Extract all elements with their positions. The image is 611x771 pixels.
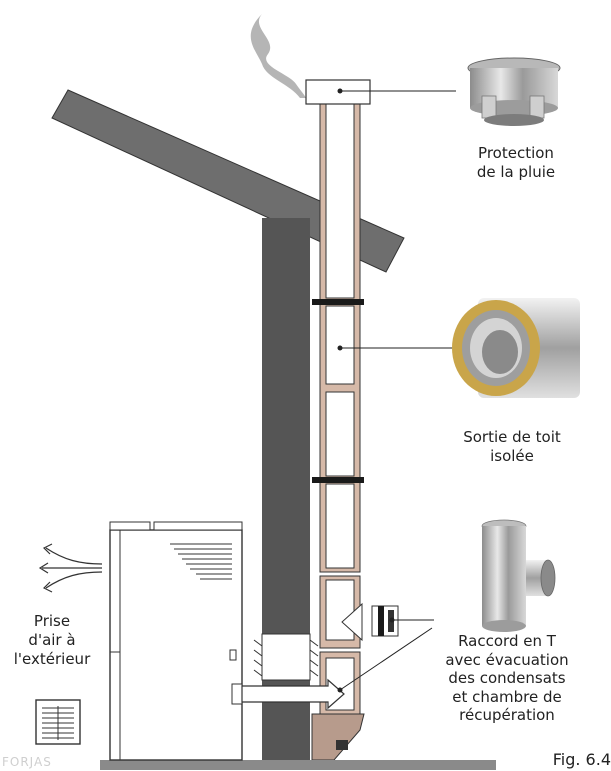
label-air-intake-line3: l'extérieur	[13, 650, 91, 668]
condensate-drain	[336, 740, 348, 750]
stove-vent-grille	[170, 543, 232, 580]
callout-dots	[337, 88, 395, 693]
label-insulated-roof-outlet: Sortie de toit isolée	[448, 428, 576, 466]
warm-air-arrows	[38, 543, 103, 593]
condensate-chamber	[311, 713, 365, 761]
label-t-fitting-line4: et chambre de	[452, 687, 562, 706]
label-t-fitting-line1: Raccord en T	[458, 632, 556, 650]
roof	[51, 89, 405, 273]
label-rain-protection-line1: Protection	[478, 144, 554, 162]
pipe-band-lower	[312, 477, 364, 483]
pipe-band-upper	[312, 299, 364, 305]
label-air-intake-line1: Prise	[33, 612, 71, 630]
callout-lines	[339, 90, 456, 691]
pellet-stove	[109, 521, 243, 761]
smoke-plume	[250, 14, 306, 98]
watermark: FORJAS	[2, 755, 52, 769]
rain-cap-photo	[467, 57, 561, 126]
air-intake-grille	[35, 699, 81, 745]
t-fitting-photo	[481, 519, 556, 632]
label-rain-protection-line2: de la pluie	[476, 163, 556, 181]
floor	[100, 760, 496, 770]
insulated-pipe-photo	[452, 298, 580, 398]
label-roof-outlet-line1: Sortie de toit	[463, 428, 561, 446]
label-t-fitting: Raccord en T avec évacuation des condens…	[432, 632, 582, 725]
exhaust-connector	[231, 678, 345, 710]
figure-label: Fig. 6.4	[552, 750, 611, 769]
label-roof-outlet-line2: isolée	[490, 447, 534, 465]
label-outside-air-intake: Prise d'air à l'extérieur	[2, 612, 102, 669]
flue-pipe-column	[319, 103, 361, 715]
label-t-fitting-line2: avec évacuation	[445, 650, 569, 669]
wall-sleeve	[253, 633, 319, 681]
label-t-fitting-line5: récupération	[459, 706, 555, 724]
label-t-fitting-line3: des condensats	[448, 669, 566, 687]
label-air-intake-line2: d'air à	[28, 631, 76, 649]
label-rain-protection: Protection de la pluie	[452, 144, 580, 182]
